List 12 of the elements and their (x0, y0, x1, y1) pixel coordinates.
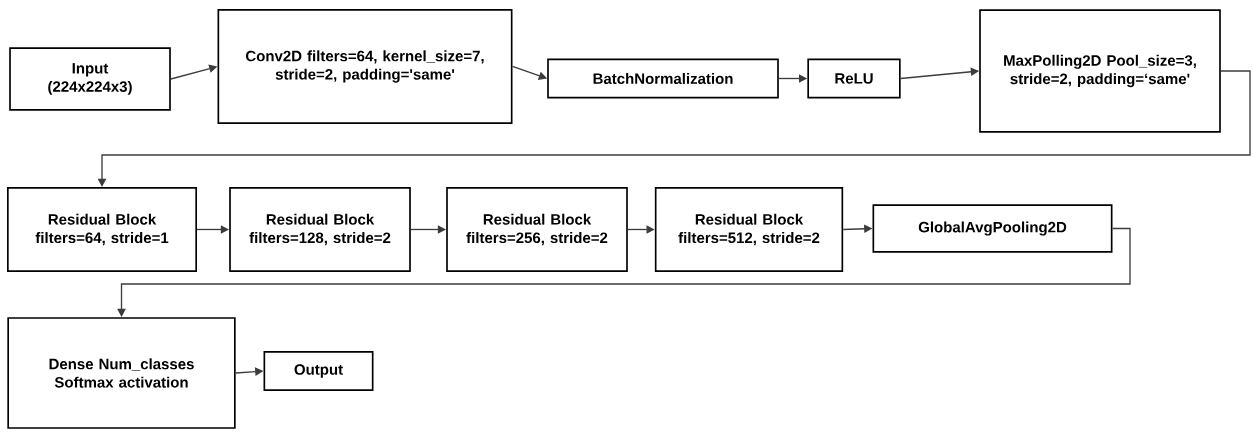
layer-box: ReLU (807, 58, 901, 99)
layer-box: MaxPolling2D Pool_size=3, stride=2, padding=‘same' (979, 9, 1221, 133)
layer-box: Output (263, 351, 374, 391)
layer-box: Residual Block filters=256, stride=2 (446, 187, 628, 272)
layer-box: Residual Block filters=512, stride=2 (654, 187, 844, 272)
layer-box: Conv2D filters=64, kernel_size=7, stride=2, padding='same' (217, 9, 513, 124)
layer-box: Input (224x224x3) (9, 47, 171, 111)
layer-box: Dense Num_classes Softmax activation (7, 317, 236, 429)
layer-box: BatchNormalization (547, 58, 779, 99)
layer-box: GlobalAvgPooling2D (872, 204, 1113, 253)
layer-box: Residual Block filters=128, stride=2 (229, 187, 411, 272)
layer-box: Residual Block filters=64, stride=1 (7, 187, 197, 272)
